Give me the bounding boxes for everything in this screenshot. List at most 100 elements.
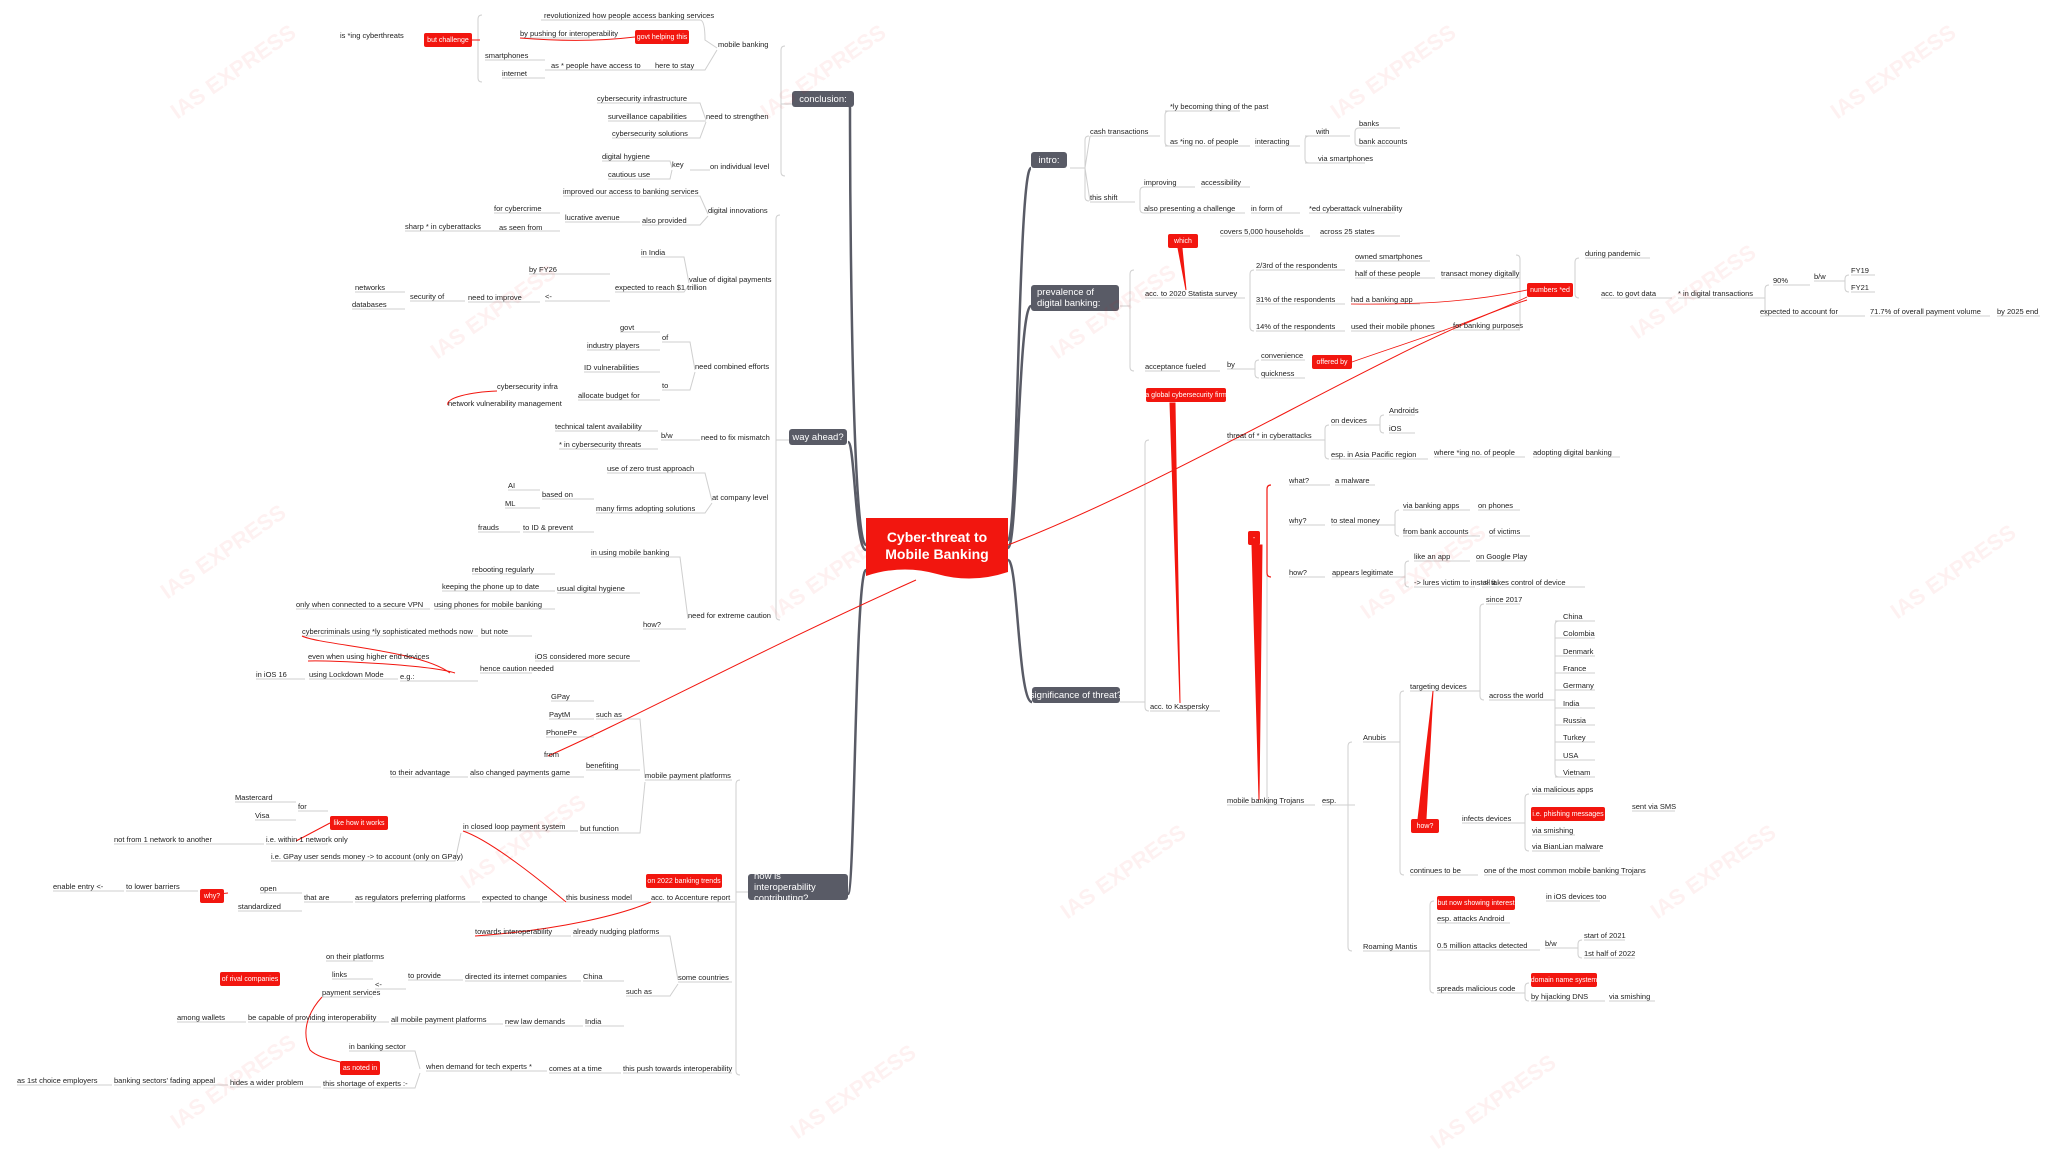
node-p-acc-statista[interactable]: acc. to 2020 Statista survey [1145,289,1238,298]
node-w-for-cybercrime[interactable]: for cybercrime [494,204,542,213]
node-c-surveillance[interactable]: surveillance capabilities [608,112,687,121]
node-s-trojans[interactable]: mobile banking Trojans [1227,796,1305,805]
node-n-interacting[interactable]: interacting [1255,137,1290,146]
node-n-via-smartphones[interactable]: via smartphones [1318,154,1374,163]
node-s-one-most[interactable]: one of the most common mobile banking Tr… [1484,866,1646,875]
node-w-at-company[interactable]: at company level [712,493,769,502]
node-i-as-regulators[interactable]: as regulators preferring platforms [355,893,466,902]
node-s-via-smishing2[interactable]: via smishing [1609,992,1651,1001]
node-n-as-ing-people[interactable]: as *ing no. of people [1170,137,1239,146]
node-i-for[interactable]: for [298,802,307,811]
node-w-allocate[interactable]: allocate budget for [578,391,640,400]
node-i-all-mobile[interactable]: all mobile payment platforms [391,1015,487,1024]
node-w-ios16[interactable]: in iOS 16 [256,670,287,679]
node-i-china[interactable]: China [583,972,603,981]
node-i-mobile-pay[interactable]: mobile payment platforms [645,771,731,780]
node-s-where-ing[interactable]: where *ing no. of people [1434,448,1515,457]
node-w-ml[interactable]: ML [505,499,516,508]
node-w-to[interactable]: to [662,381,669,390]
node-p-numbers-ed[interactable]: numbers *ed [1527,283,1573,297]
node-i-acc-accenture[interactable]: acc. to Accenture report [651,893,731,902]
node-s-c5[interactable]: Germany [1563,681,1594,690]
node-i-this-model[interactable]: this business model [566,893,632,902]
node-s-hijacking[interactable]: by hijacking DNS [1531,992,1589,1001]
node-i-as-1st[interactable]: as 1st choice employers [17,1076,98,1085]
node-w-by-fy26[interactable]: by FY26 [529,265,557,274]
node-s-esp[interactable]: esp. [1322,796,1337,805]
node-s-roaming[interactable]: Roaming Mantis [1363,942,1418,951]
node-w-usual-hygiene[interactable]: usual digital hygiene [557,584,625,593]
node-n-banks[interactable]: banks [1359,119,1380,128]
node-w-but-note[interactable]: but note [481,627,509,636]
node-w-even-higher[interactable]: even when using higher end devices [308,652,430,661]
node-i-open[interactable]: open [260,884,277,893]
node-w-only-vpn[interactable]: only when connected to a secure VPN [296,600,424,609]
node-p-31[interactable]: 31% of the respondents [1256,295,1336,304]
node-i-payment-services[interactable]: payment services [322,988,381,997]
node-w-keeping[interactable]: keeping the phone up to date [442,582,540,591]
node-n-bank-accounts[interactable]: bank accounts [1359,137,1408,146]
node-s-appears[interactable]: appears legitimate [1332,568,1394,577]
node-w-of[interactable]: of [662,333,669,342]
node-i-this-push[interactable]: this push towards interoperability [623,1064,733,1073]
node-s-in-ios-too[interactable]: in iOS devices too [1546,892,1607,901]
node-p-across-25[interactable]: across 25 states [1320,227,1375,236]
node-s-since-2017[interactable]: since 2017 [1486,595,1523,604]
node-s-c4[interactable]: France [1563,664,1587,673]
node-s-continues[interactable]: continues to be [1410,866,1461,875]
node-s-start-2021[interactable]: start of 2021 [1584,931,1626,940]
node-i-visa[interactable]: Visa [255,811,270,820]
node-i-to-advantage[interactable]: to their advantage [390,768,451,777]
node-s-malware[interactable]: a malware [1335,476,1370,485]
node-i-on-2022[interactable]: on 2022 banking trends [646,874,722,888]
node-c-but-challenge[interactable]: but challenge [424,33,472,47]
node-i-in-banking-sector[interactable]: in banking sector [349,1042,406,1051]
node-s-what[interactable]: what? [1289,476,1310,485]
node-i-ie-gpay[interactable]: i.e. GPay user sends money -> to account… [271,852,463,861]
node-s-infects[interactable]: infects devices [1462,814,1512,823]
node-p-half[interactable]: half of these people [1355,269,1421,278]
node-c-revolutionized[interactable]: revolutionized how people access banking… [544,11,715,20]
node-w-in-using[interactable]: in using mobile banking [591,548,670,557]
node-w-how[interactable]: how? [643,620,661,629]
node-w-need-improve[interactable]: need to improve [468,293,522,302]
node-p-in-digital-tx[interactable]: * in digital transactions [1678,289,1754,298]
node-c-ing-cyber[interactable]: is *ing cyberthreats [340,31,404,40]
node-n-this-shift[interactable]: this shift [1090,193,1118,202]
node-s-on-devices[interactable]: on devices [1331,416,1367,425]
node-n-ed-cyberattack[interactable]: *ed cyberattack vulnerability [1309,204,1403,213]
node-s-c2[interactable]: Colombia [1563,629,1595,638]
node-w-cybercriminals[interactable]: cybercriminals using *ly sophisticated m… [302,627,473,636]
node-i-such-as[interactable]: such as [596,710,622,719]
node-i-links[interactable]: links [332,970,348,979]
node-n-accessibility[interactable]: accessibility [1201,178,1242,187]
node-w-hence-caution[interactable]: hence caution needed [480,664,554,673]
node-p-during-pandemic[interactable]: during pandemic [1585,249,1641,258]
node-c-cyber-solutions[interactable]: cybersecurity solutions [612,129,688,138]
node-s-bw[interactable]: b/w [1545,939,1557,948]
node-i-of-rival[interactable]: of rival companies [220,972,280,986]
node-s-on-google[interactable]: on Google Play [1476,552,1528,561]
node-s-from-accounts[interactable]: from bank accounts [1403,527,1469,536]
node-i-that-are[interactable]: that are [304,893,330,902]
node-p-covers[interactable]: covers 5,000 households [1220,227,1304,236]
node-n-cash[interactable]: cash transactions [1090,127,1149,136]
node-i-within-1[interactable]: i.e. within 1 network only [266,835,348,844]
node-w-security-of[interactable]: security of [410,292,445,301]
node-s-across-world[interactable]: across the world [1489,691,1544,700]
node-p-had-app[interactable]: had a banking app [1351,295,1413,304]
node-i-standardized[interactable]: standardized [238,902,281,911]
node-c-digital-hygiene[interactable]: digital hygiene [602,152,650,161]
node-s-how[interactable]: how? [1289,568,1307,577]
node-c-internet[interactable]: internet [502,69,528,78]
node-c-cyber-infra[interactable]: cybersecurity infrastructure [597,94,688,103]
node-w-databases[interactable]: databases [352,300,387,309]
node-w-bw[interactable]: b/w [661,431,673,440]
node-i-mastercard[interactable]: Mastercard [235,793,273,802]
node-w-based-on[interactable]: based on [542,490,573,499]
node-s-esp-android[interactable]: esp. attacks Android [1437,914,1505,923]
node-i-india[interactable]: India [585,1017,602,1026]
node-w-networks[interactable]: networks [355,283,386,292]
node-p-for-banking[interactable]: for banking purposes [1453,321,1524,330]
node-w-industry[interactable]: industry players [587,341,640,350]
